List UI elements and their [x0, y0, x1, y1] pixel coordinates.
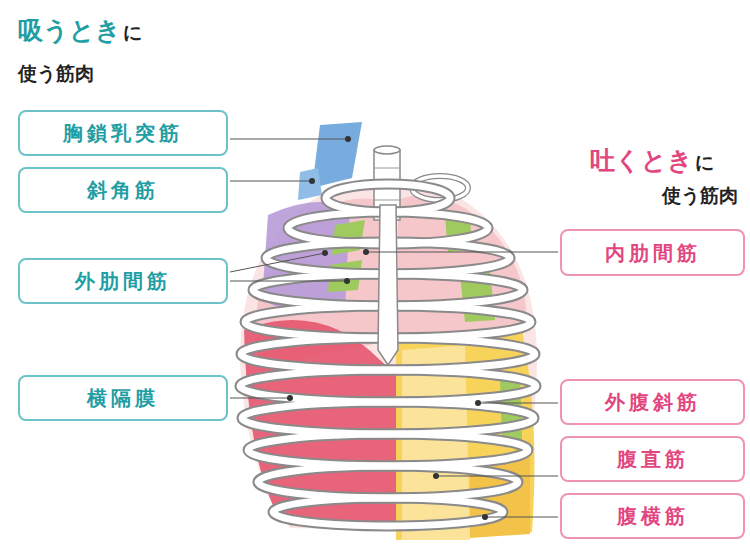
rib-bones — [240, 184, 536, 526]
leader-line — [230, 253, 325, 272]
muscle-name: 胸鎖乳突筋 — [63, 121, 183, 145]
rib — [258, 466, 518, 498]
heading-accent: 吸うとき — [18, 16, 121, 46]
heading-particle: に — [695, 151, 714, 174]
trachea-top — [374, 146, 400, 154]
leader-dot — [287, 395, 293, 401]
leader-line — [366, 252, 558, 253]
leader-line — [230, 398, 290, 399]
muscle-name: 外腹斜筋 — [605, 390, 701, 414]
sternocleidomastoid-region — [312, 122, 362, 188]
muscle-label-box: 内肋間筋 — [560, 229, 745, 276]
leader-dot — [363, 249, 369, 255]
muscle-label-box: 斜角筋 — [18, 167, 228, 213]
muscle-name: 斜角筋 — [87, 178, 159, 202]
leader-line — [478, 403, 558, 404]
leader-line — [230, 181, 312, 182]
rib-outline — [273, 498, 503, 526]
muscle-label-box: 胸鎖乳突筋 — [18, 110, 228, 156]
rib — [242, 402, 534, 434]
muscle-label-box: 外腹斜筋 — [560, 379, 745, 425]
leader-dot — [309, 178, 315, 184]
leader-line — [485, 517, 558, 518]
sternum — [378, 205, 398, 365]
leader-line — [230, 139, 348, 140]
muscle-name: 腹横筋 — [617, 504, 689, 528]
heading-particle: に — [123, 21, 142, 44]
muscle-name: 外肋間筋 — [75, 269, 171, 293]
muscle-name: 腹直筋 — [617, 447, 689, 471]
rib-outlines — [240, 184, 536, 526]
rib — [248, 434, 528, 466]
leader-dot — [433, 473, 439, 479]
muscle-label-box: 外肋間筋 — [18, 258, 228, 304]
leader-line — [436, 476, 558, 477]
muscle-name: 横隔膜 — [87, 386, 159, 410]
leader-dot — [322, 250, 328, 256]
leader-dots — [287, 136, 488, 520]
leader-line — [230, 281, 347, 282]
leader-lines — [230, 139, 558, 517]
muscle-regions — [244, 122, 534, 540]
heading-text: 使う筋肉 — [18, 62, 94, 85]
heading-text: 使う筋肉 — [662, 184, 738, 207]
heading-accent: 吐くとき — [590, 146, 693, 176]
scalene-region — [298, 168, 322, 200]
leader-dot — [344, 278, 350, 284]
muscle-name: 内肋間筋 — [605, 241, 701, 265]
leader-dot — [482, 514, 488, 520]
rib — [273, 498, 503, 526]
muscle-label-box: 腹横筋 — [560, 493, 745, 539]
muscle-label-box: 横隔膜 — [18, 375, 228, 421]
muscle-label-box: 腹直筋 — [560, 436, 745, 482]
leader-dot — [475, 400, 481, 406]
ribs — [240, 184, 536, 526]
rib — [240, 370, 536, 402]
leader-dot — [345, 136, 351, 142]
